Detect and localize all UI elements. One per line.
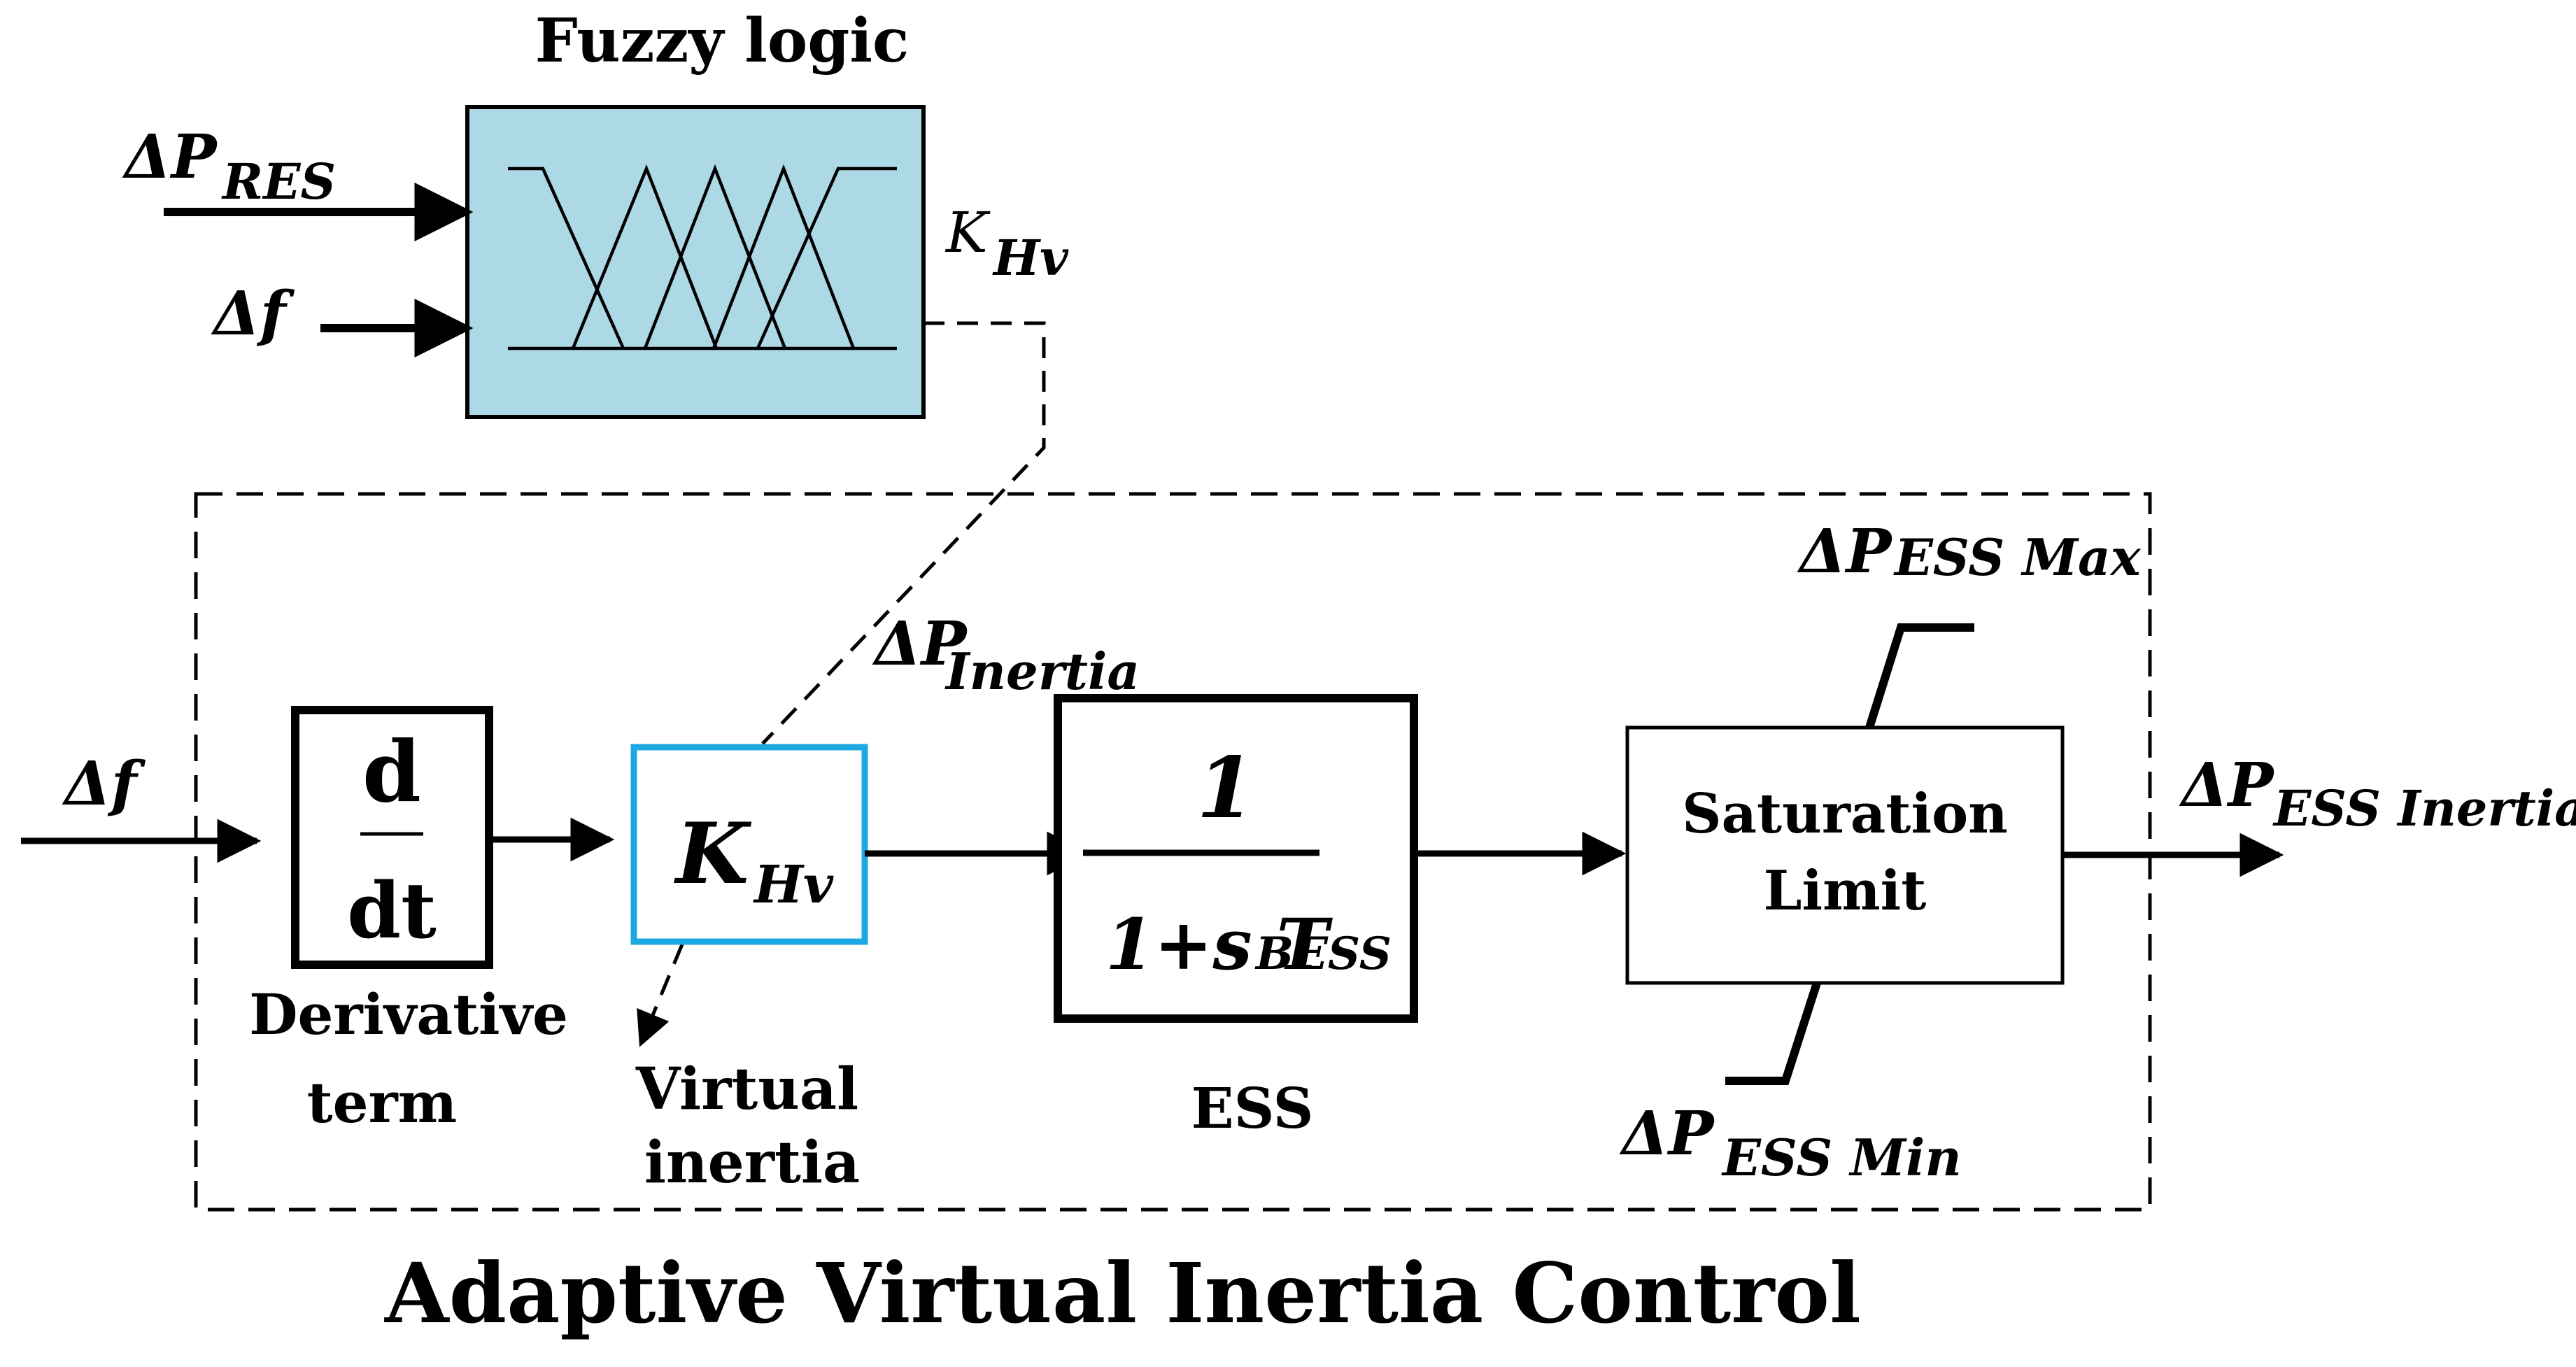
membership-functions-icon <box>508 164 897 350</box>
virtual-inertia-gain-block <box>630 744 868 945</box>
ess-transfer-block <box>1054 694 1418 1023</box>
fuzzy-input-res-sub: RES <box>221 153 336 211</box>
fuzzy-input-res-main: ΔP <box>122 122 218 192</box>
ess-den-sub: BESS <box>1254 928 1392 980</box>
fuzzy-input-f-label: Δf <box>211 278 295 349</box>
derivative-caption-line2: term <box>307 1070 458 1135</box>
input-f-label: Δf <box>62 749 146 819</box>
saturation-min-hook <box>1725 982 1821 1085</box>
gain-caption-line1: Virtual <box>635 1056 858 1123</box>
saturation-max-label: ΔP ESS Max <box>1797 516 2142 587</box>
gain-tuning-dashed-arrow <box>637 944 684 1047</box>
saturation-min-main: ΔP <box>1619 1098 1715 1169</box>
inertia-signal-main: ΔP <box>872 609 968 679</box>
inertia-signal-sub: Inertia <box>944 642 1140 701</box>
ess-denominator: 1+s T BESS <box>1105 903 1392 986</box>
fuzzy-input-res-label: ΔP RES <box>122 122 336 211</box>
fuzzy-logic-block <box>465 105 926 419</box>
ess-numerator: 1 <box>1196 739 1255 837</box>
output-sub: ESS Inertia <box>2272 779 2576 837</box>
gain-caption-line2: inertia <box>644 1129 860 1196</box>
adaptive-control-frame <box>194 492 2152 1212</box>
saturation-max-hook <box>1865 623 1974 729</box>
gain-sub: Hv <box>753 855 834 915</box>
saturation-min-label: ΔP ESS Min <box>1619 1098 1962 1187</box>
derivative-bottom: dt <box>347 865 437 956</box>
inertia-signal-label: ΔP Inertia <box>872 609 1140 701</box>
fuzzy-output-sub: Hv <box>992 229 1069 287</box>
derivative-caption-line1: Derivative <box>249 982 568 1047</box>
output-main: ΔP <box>2179 750 2275 821</box>
saturation-min-sub: ESS Min <box>1721 1128 1962 1187</box>
fuzzy-to-gain-dashed-link <box>761 321 1046 745</box>
fuzzy-output-main: K <box>944 200 991 265</box>
saturation-max-sub: ESS Max <box>1893 527 2142 587</box>
saturation-line2: Limit <box>1764 859 1927 923</box>
saturation-max-main: ΔP <box>1797 516 1893 587</box>
gain-label: K Hv <box>674 805 834 915</box>
saturation-limit-block <box>1625 725 2065 985</box>
ess-caption: ESS <box>1191 1075 1314 1141</box>
fuzzy-output-label: K Hv <box>944 200 1069 287</box>
gain-main: K <box>674 805 752 903</box>
diagram-title: Adaptive Virtual Inertia Control <box>384 1245 1861 1342</box>
derivative-top: d <box>362 723 421 821</box>
saturation-line1: Saturation <box>1682 782 2008 846</box>
ess-den-prefix: 1+s T <box>1105 903 1333 986</box>
fuzzy-title: Fuzzy logic <box>535 6 910 76</box>
output-label: ΔP ESS Inertia <box>2179 750 2576 837</box>
